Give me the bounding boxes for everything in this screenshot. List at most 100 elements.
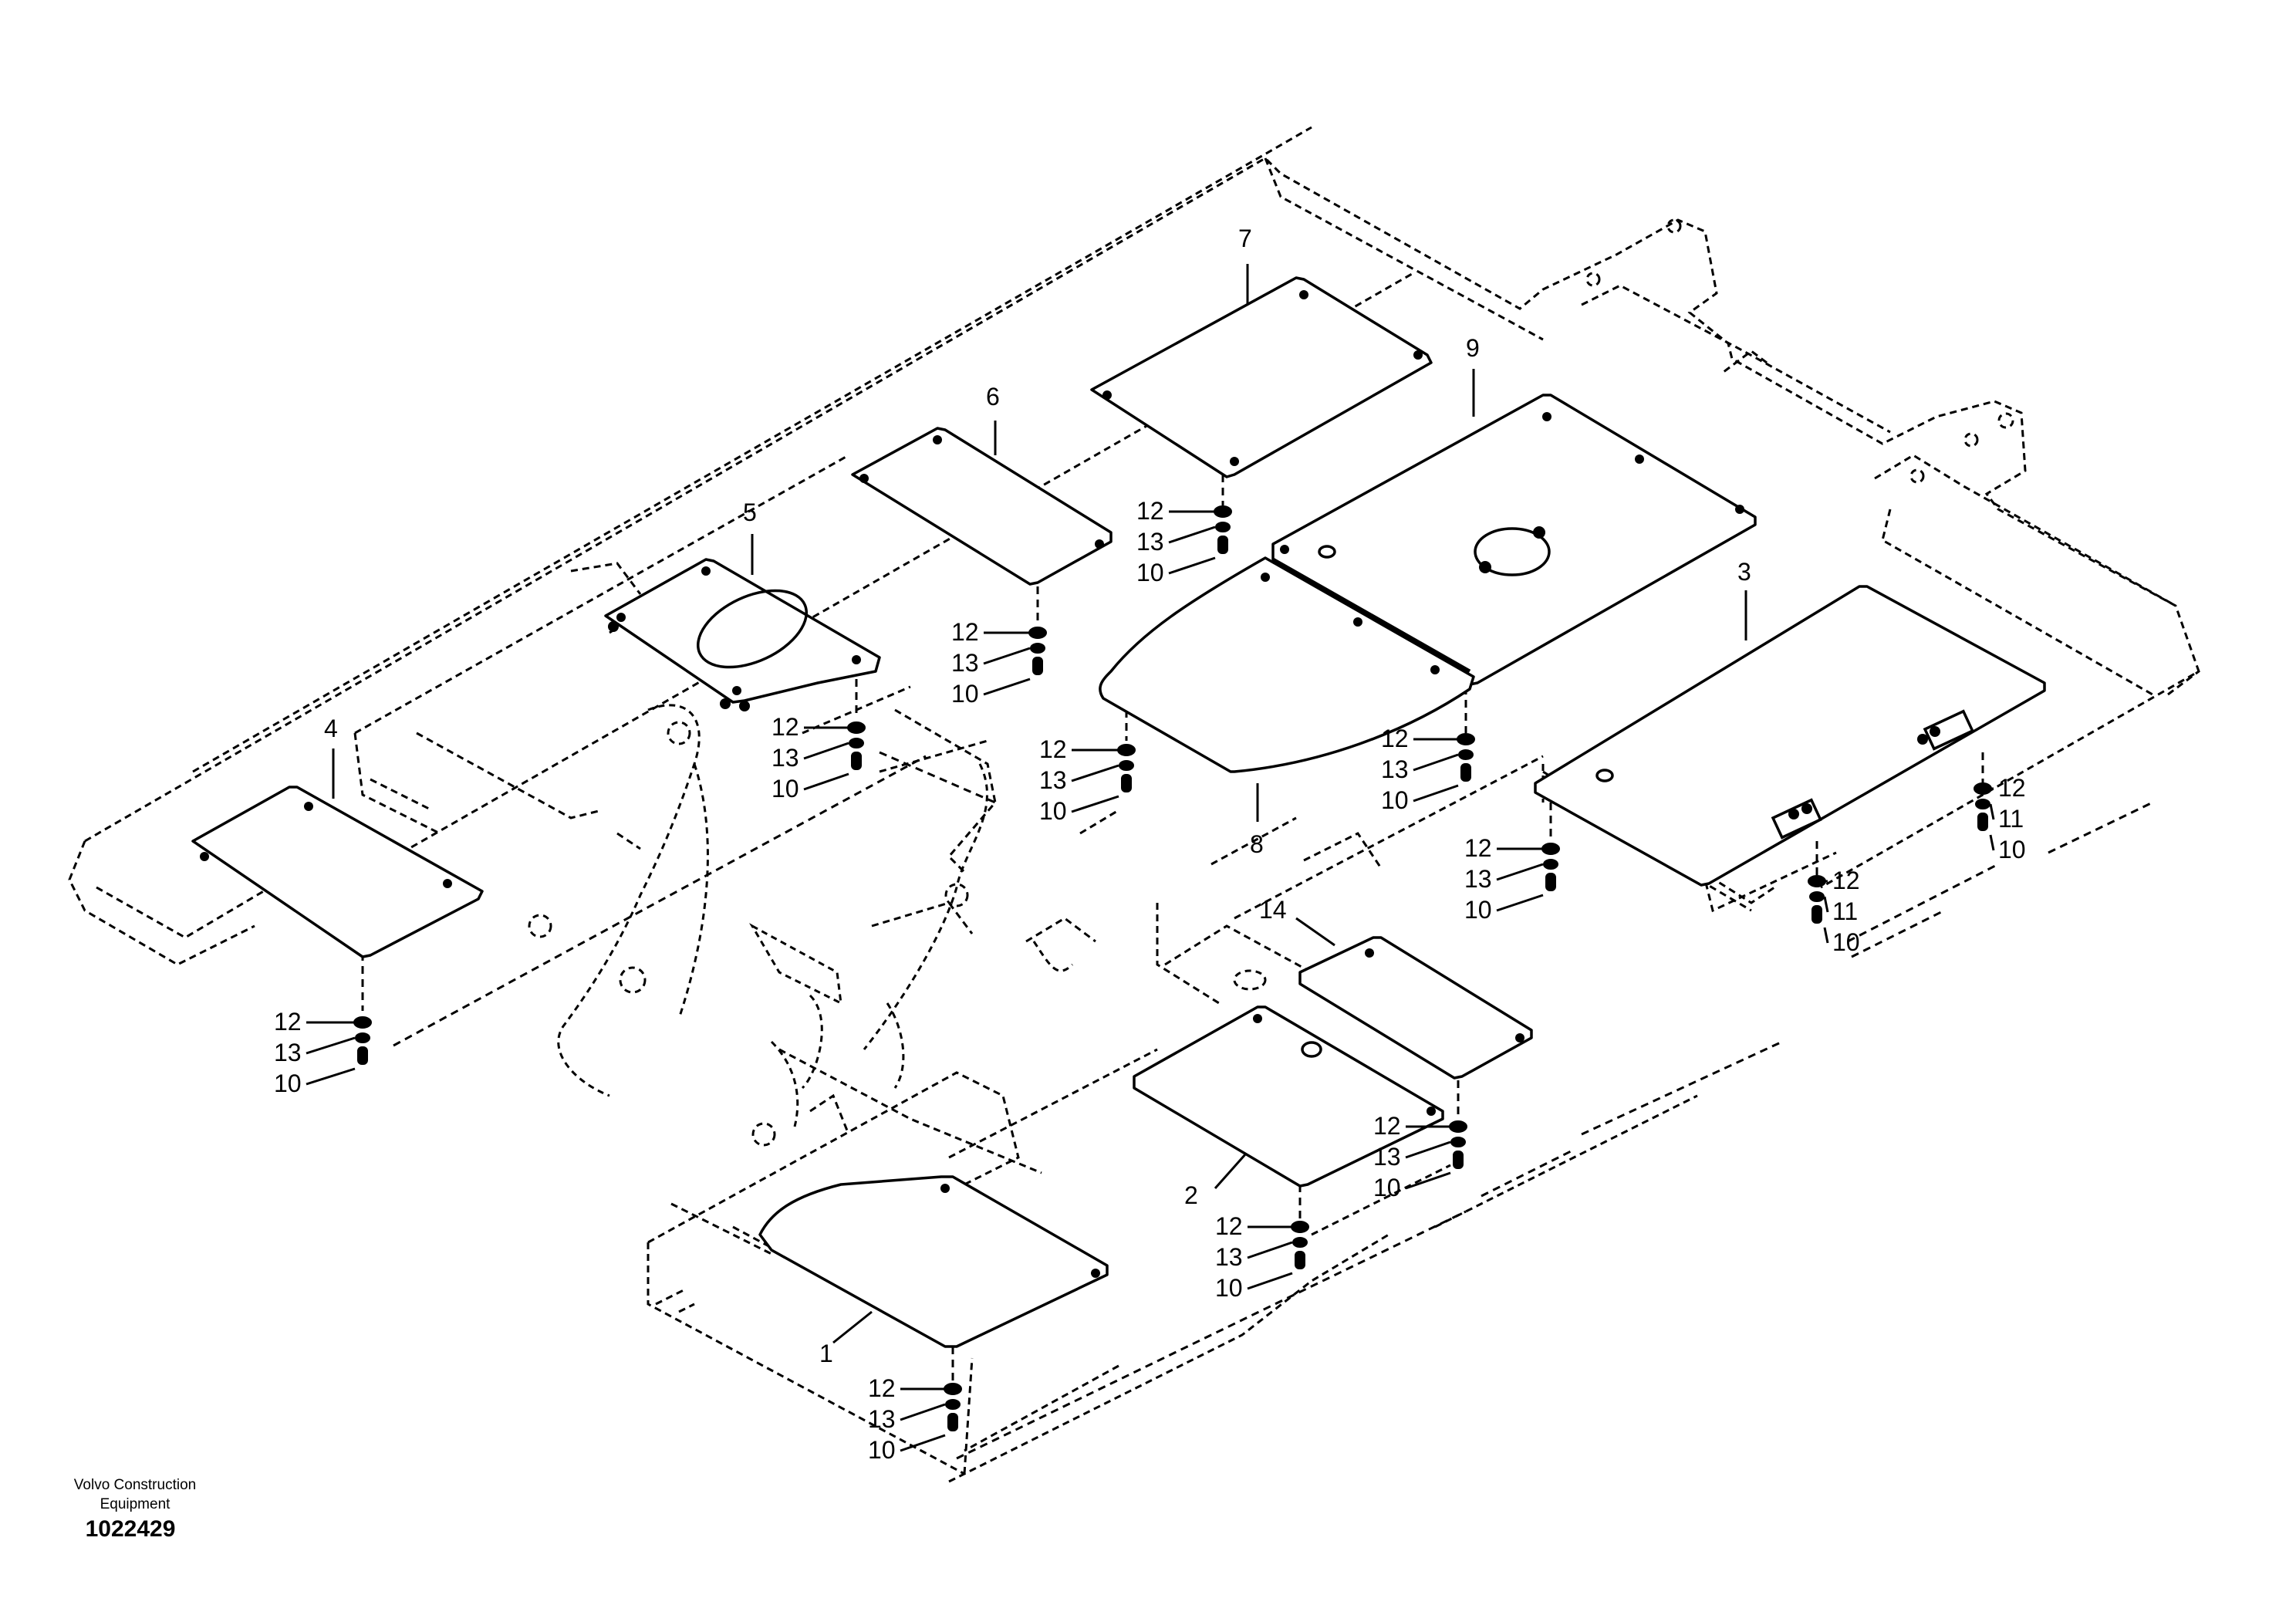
washer-icon — [1975, 799, 1990, 809]
fastener-leader — [1989, 834, 1995, 851]
fastener-stack — [1974, 782, 1992, 831]
fastener-stacks — [353, 505, 1992, 1431]
cover-plate-4 — [191, 786, 484, 958]
fastener-leader — [306, 1036, 356, 1055]
washer-icon — [1808, 875, 1826, 887]
callout-2: 2 — [1184, 1181, 1198, 1209]
fastener-leader — [1496, 863, 1544, 881]
fastener-number: 12 — [1381, 725, 1409, 752]
fastener-leader — [803, 772, 849, 791]
bolt-icon — [1811, 905, 1822, 924]
fastener-number: 10 — [1464, 896, 1492, 924]
fastener-stack — [1028, 627, 1047, 675]
bolt-icon — [357, 1046, 368, 1065]
fastener-number: 12 — [1832, 867, 1860, 894]
washer-icon — [353, 1016, 372, 1029]
fastener-number: 13 — [274, 1039, 302, 1066]
callout-7: 7 — [1238, 225, 1252, 252]
washer-icon — [1974, 782, 1992, 795]
washer-icon — [1541, 843, 1560, 855]
washer-icon — [1543, 859, 1558, 870]
fastener-leader — [1071, 795, 1119, 813]
fastener-number: 12 — [868, 1374, 896, 1402]
cover-plate-1 — [758, 1175, 1109, 1348]
fastener-number: 10 — [274, 1070, 302, 1097]
washer-icon — [1457, 733, 1475, 745]
fastener-leader — [1823, 896, 1829, 913]
washer-icon — [1215, 522, 1231, 532]
washer-icon — [847, 721, 866, 734]
bolt-icon — [1460, 763, 1471, 782]
fastener-stack — [353, 1016, 372, 1065]
fastener-number: 10 — [1136, 559, 1164, 586]
fastener-leader — [1247, 1241, 1293, 1259]
bolt-icon — [1453, 1151, 1464, 1169]
fastener-number: 10 — [951, 680, 979, 708]
callout-leaders — [332, 264, 1747, 1344]
bolt-icon — [1977, 813, 1988, 831]
bolt-icon — [1121, 774, 1132, 792]
fastener-leader — [306, 1067, 356, 1086]
fastener-number: 13 — [1381, 755, 1409, 783]
fastener-number: 12 — [1373, 1112, 1401, 1140]
washer-icon — [849, 738, 864, 748]
plate-cutouts — [696, 527, 1975, 1058]
fastener-number: 10 — [1998, 836, 2026, 863]
cover-plate-5 — [604, 558, 881, 704]
fastener-stack — [847, 721, 866, 770]
fastener-leader — [1168, 525, 1216, 544]
washer-icon — [355, 1032, 370, 1043]
fastener-number: 10 — [1832, 928, 1860, 956]
washer-icon — [1030, 643, 1045, 654]
washer-icon — [1291, 1221, 1309, 1233]
fastener-leader — [1496, 894, 1544, 912]
fastener-stack — [1457, 733, 1475, 782]
washer-icon — [1458, 749, 1474, 760]
washer-icon — [1028, 627, 1047, 639]
fastener-number: 13 — [951, 649, 979, 677]
washer-icon — [945, 1399, 961, 1410]
washer-icon — [1292, 1237, 1308, 1248]
fastener-number: 13 — [772, 744, 799, 772]
fastener-leader — [900, 1403, 946, 1421]
fastener-number: 10 — [1039, 797, 1067, 825]
cover-plate-7 — [1090, 276, 1433, 478]
fastener-leader — [1405, 1171, 1451, 1190]
callout-6: 6 — [986, 383, 1000, 411]
fastener-leader — [1168, 556, 1216, 575]
fastener-number: 12 — [1039, 735, 1067, 763]
fastener-stack — [1449, 1120, 1467, 1169]
fastener-number: 12 — [772, 713, 799, 741]
callout-9: 9 — [1466, 334, 1480, 362]
fastener-stack — [944, 1383, 962, 1431]
fastener-leader — [983, 678, 1031, 696]
company-name: Volvo Construction Equipment — [73, 1477, 197, 1512]
fastener-number: 12 — [951, 618, 979, 646]
fastener-leader — [900, 1434, 946, 1452]
cover-plate-3 — [1534, 585, 2046, 887]
cover-plates — [191, 276, 2046, 1348]
cover-plate-14 — [1298, 936, 1533, 1080]
fastener-stack — [1117, 744, 1136, 792]
fastener-number: 10 — [772, 775, 799, 803]
callout-8: 8 — [1250, 830, 1264, 858]
callout-labels: 7 6 9 5 3 4 8 14 2 1 — [324, 225, 1751, 1367]
fastener-stack — [1214, 505, 1232, 554]
document-number: 1022429 — [85, 1516, 176, 1542]
fastener-number: 13 — [1136, 528, 1164, 556]
fastener-stack — [1291, 1221, 1309, 1269]
washer-icon — [1450, 1137, 1466, 1147]
fastener-number: 10 — [868, 1436, 896, 1464]
machine-frame-outline — [68, 126, 2200, 1483]
fastener-leader — [803, 742, 849, 760]
bolt-icon — [851, 752, 862, 770]
fastener-leader — [1413, 784, 1459, 803]
bolt-icon — [1295, 1251, 1305, 1269]
cover-plate-6 — [851, 427, 1113, 586]
callout-3: 3 — [1737, 558, 1751, 586]
fastener-number: 12 — [1215, 1212, 1243, 1240]
washer-icon — [1119, 760, 1134, 771]
fastener-number: 13 — [1215, 1243, 1243, 1271]
